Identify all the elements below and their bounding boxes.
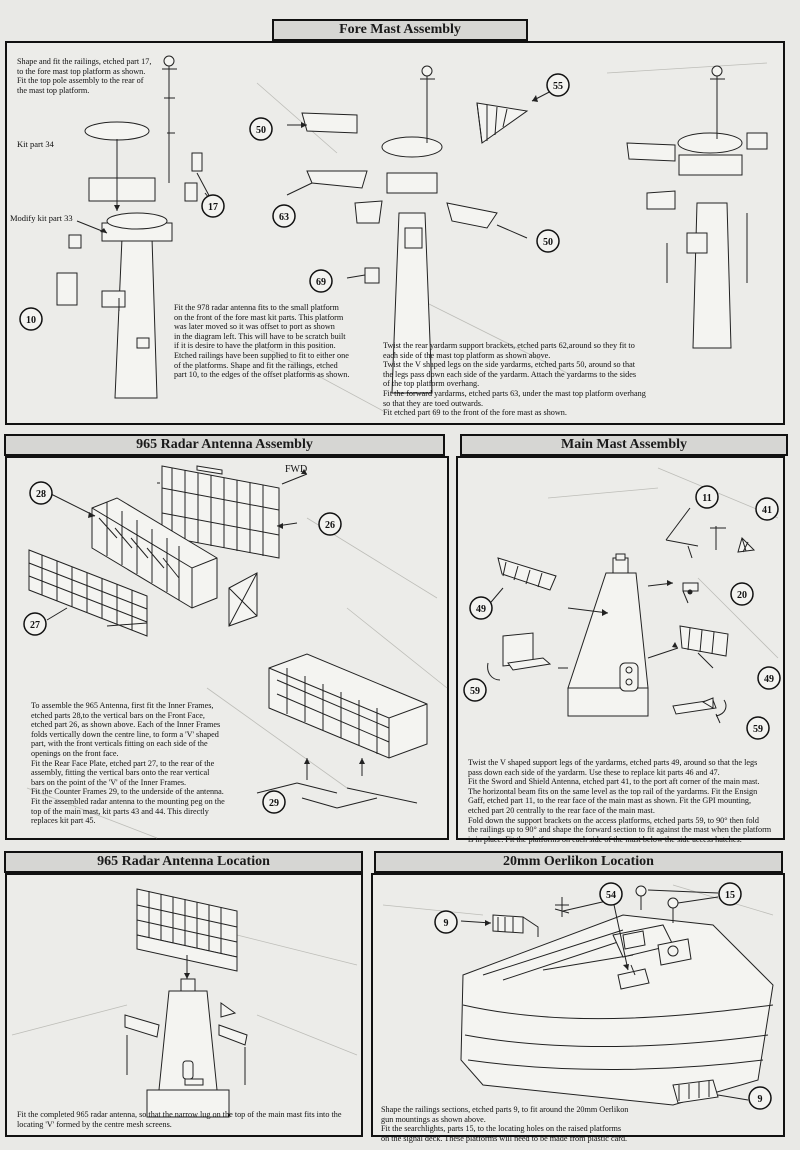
callout-55-text: 55	[553, 81, 563, 92]
callout-15-text: 15	[725, 890, 735, 901]
callout-28: 28	[29, 481, 53, 505]
main-mast-panel: Twist the V shaped support legs of the y…	[456, 456, 787, 844]
callout-59-right: 59	[746, 716, 770, 740]
callout-59-left-text: 59	[470, 686, 480, 697]
callout-11-text: 11	[702, 493, 711, 504]
callout-54-text: 54	[606, 890, 616, 901]
callout-9-upper: 9	[434, 910, 458, 934]
callout-29: 29	[262, 790, 286, 814]
callout-20-text: 20	[737, 590, 747, 601]
callout-49-right-text: 49	[764, 674, 774, 685]
oerlikon-panel: Shape the railings sections, etched part…	[371, 873, 787, 1143]
radar965-assembly-title: 965 Radar Antenna Assembly	[136, 437, 313, 452]
radar965-location-drawing	[7, 875, 365, 1139]
callout-63-text: 63	[279, 212, 289, 223]
callout-17: 17	[201, 194, 225, 218]
radar965-assembly-drawing	[7, 458, 451, 842]
fore-mast-title: Fore Mast Assembly	[339, 22, 461, 37]
radar965-assembly-header: 965 Radar Antenna Assembly	[4, 434, 445, 456]
callout-15: 15	[718, 882, 742, 906]
callout-50-lower-text: 50	[543, 237, 553, 248]
fore-mast-railings-note: Shape and fit the railings, etched part …	[17, 57, 152, 95]
callout-69: 69	[309, 269, 333, 293]
radar965-assembly-note: To assemble the 965 Antenna, first fit t…	[31, 701, 225, 826]
callout-9-upper-text: 9	[444, 918, 449, 929]
callout-69-text: 69	[316, 277, 326, 288]
callout-9-lower-text: 9	[758, 1094, 763, 1105]
callout-50-upper: 50	[249, 117, 273, 141]
main-mast-header: Main Mast Assembly	[460, 434, 788, 456]
radar965-location-header: 965 Radar Antenna Location	[4, 851, 363, 873]
callout-49-left: 49	[469, 596, 493, 620]
yardarm-note: Twist the rear yardarm support brackets,…	[383, 341, 646, 418]
fore-mast-panel: Shape and fit the railings, etched part …	[5, 41, 785, 425]
callout-10: 10	[19, 307, 43, 331]
main-mast-title: Main Mast Assembly	[561, 437, 687, 452]
fore-mast-drawing	[7, 43, 787, 427]
callout-59-left: 59	[463, 678, 487, 702]
callout-29-text: 29	[269, 798, 279, 809]
fore-mast-header: Fore Mast Assembly	[272, 19, 528, 41]
fwd-label: FWD	[285, 464, 308, 475]
callout-27: 27	[23, 612, 47, 636]
main-mast-note: Twist the V shaped support legs of the y…	[468, 758, 772, 844]
callout-26: 26	[318, 512, 342, 536]
callout-28-text: 28	[36, 489, 46, 500]
callout-49-left-text: 49	[476, 604, 486, 615]
callout-63: 63	[272, 204, 296, 228]
callout-10-text: 10	[26, 315, 36, 326]
callout-41: 41	[755, 497, 779, 521]
oerlikon-drawing	[373, 875, 787, 1139]
callout-11: 11	[695, 485, 719, 509]
main-mast-drawing	[458, 458, 787, 842]
oerlikon-note: Shape the railings sections, etched part…	[381, 1105, 629, 1143]
radar965-assembly-panel: FWD To assemble the 965 Antenna, first f…	[5, 456, 449, 840]
callout-20: 20	[730, 582, 754, 606]
callout-54: 54	[599, 882, 623, 906]
callout-59-right-text: 59	[753, 724, 763, 735]
oerlikon-header: 20mm Oerlikon Location	[374, 851, 783, 873]
oerlikon-title: 20mm Oerlikon Location	[503, 854, 654, 869]
radar-978-note: Fit the 978 radar antenna fits to the sm…	[174, 303, 350, 380]
callout-41-text: 41	[762, 505, 772, 516]
kit-part-34-label: Kit part 34	[17, 139, 54, 149]
modify-kit-part-33-label: Modify kit part 33	[10, 213, 73, 223]
callout-50-upper-text: 50	[256, 125, 266, 136]
callout-50-lower: 50	[536, 229, 560, 253]
callout-26-text: 26	[325, 520, 335, 531]
radar965-location-note: Fit the completed 965 radar antenna, so …	[17, 1110, 342, 1129]
callout-49-right: 49	[757, 666, 781, 690]
callout-27-text: 27	[30, 620, 40, 631]
radar965-location-title: 965 Radar Antenna Location	[97, 854, 270, 869]
callout-9-lower: 9	[748, 1086, 772, 1110]
callout-17-text: 17	[208, 202, 218, 213]
radar965-location-panel: Fit the completed 965 radar antenna, so …	[5, 873, 363, 1137]
callout-55: 55	[546, 73, 570, 97]
